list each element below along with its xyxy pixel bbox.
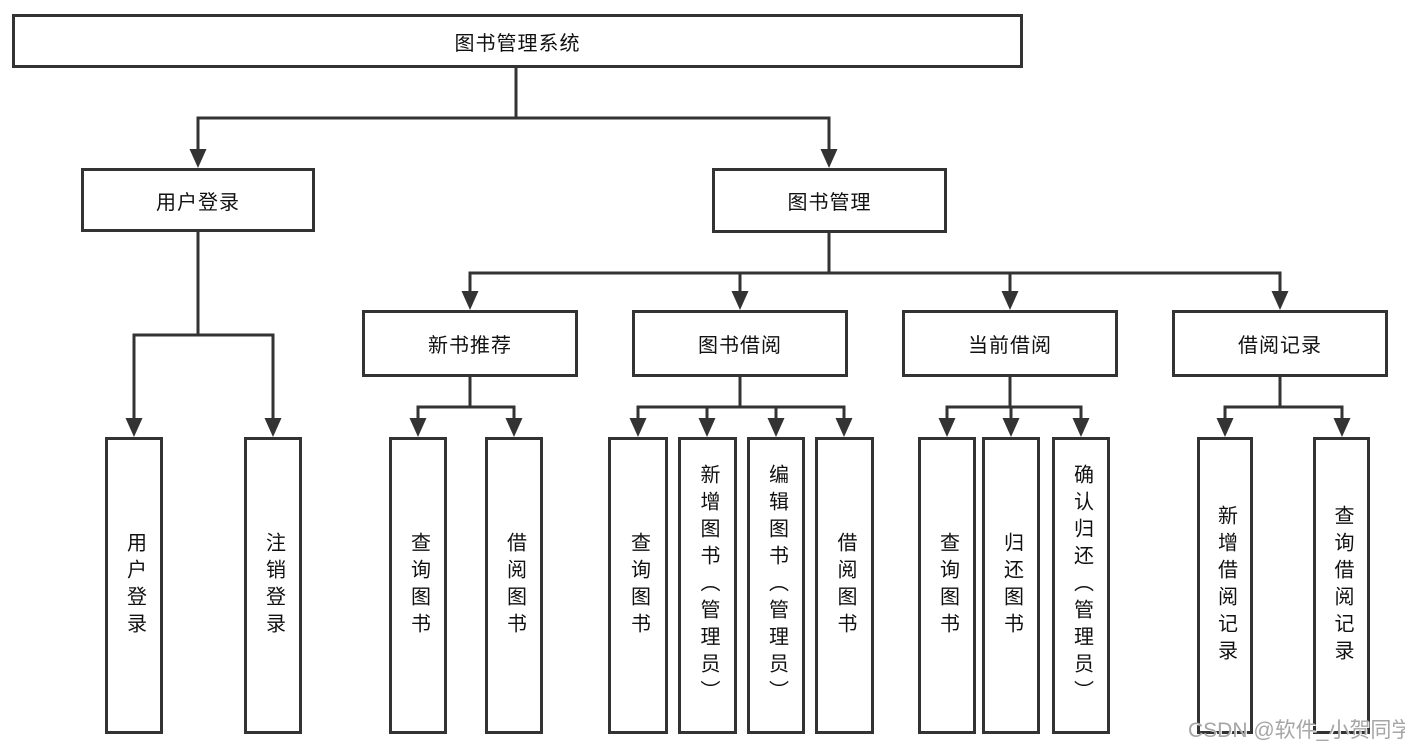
node-user-login: 用户登录 xyxy=(81,168,315,232)
node-borrow-records: 借阅记录 xyxy=(1172,310,1388,377)
node-library-system: 图书管理系统 xyxy=(12,14,1023,68)
node-label: 归还图书 xyxy=(1000,531,1023,640)
leaf-add-borrow-record: 新增借阅记录 xyxy=(1197,437,1253,734)
node-label: 查询图书 xyxy=(936,531,959,640)
leaf-edit-book-admin: 编辑图书（管理员） xyxy=(747,437,805,734)
node-label: 图书借阅 xyxy=(698,335,782,357)
csdn-watermark: CSDN @软件_小贺同学 xyxy=(1188,719,1405,742)
node-label: 查询图书 xyxy=(627,531,650,640)
leaf-query-books-recommend: 查询图书 xyxy=(389,437,447,734)
node-book-borrow: 图书借阅 xyxy=(632,310,848,377)
node-label: 新书推荐 xyxy=(428,335,512,357)
leaf-confirm-return-admin: 确认归还（管理员） xyxy=(1052,437,1110,734)
node-label: 新增借阅记录 xyxy=(1214,504,1237,667)
node-label: 借阅图书 xyxy=(834,531,856,640)
node-label: 当前借阅 xyxy=(968,335,1052,357)
node-label: 借阅记录 xyxy=(1238,335,1322,357)
node-label: 借阅图书 xyxy=(503,531,526,640)
leaf-query-books-borrow: 查询图书 xyxy=(608,437,668,734)
leaf-add-book-admin: 新增图书（管理员） xyxy=(678,437,737,734)
node-label: 查询图书 xyxy=(407,531,430,640)
node-label: 图书管理 xyxy=(787,192,872,214)
node-label: 确认归还（管理员） xyxy=(1070,464,1093,707)
node-label: 编辑图书（管理员） xyxy=(765,464,788,707)
leaf-borrow-books: 借阅图书 xyxy=(815,437,874,734)
leaf-logout: 注销登录 xyxy=(244,437,302,734)
node-current-borrow: 当前借阅 xyxy=(902,310,1118,377)
node-new-book-recommend: 新书推荐 xyxy=(362,310,578,377)
node-label: 用户登录 xyxy=(156,191,240,214)
leaf-user-login: 用户登录 xyxy=(105,437,163,734)
leaf-borrow-books-recommend: 借阅图书 xyxy=(485,437,543,734)
node-label: 新增图书（管理员） xyxy=(697,464,719,707)
node-book-management: 图书管理 xyxy=(712,168,947,233)
node-label: 查询借阅记录 xyxy=(1331,504,1353,667)
leaf-query-borrow-record: 查询借阅记录 xyxy=(1313,437,1370,734)
leaf-return-book: 归还图书 xyxy=(982,437,1040,734)
node-label: 注销登录 xyxy=(262,531,285,640)
leaf-query-books-current: 查询图书 xyxy=(918,437,976,734)
node-label: 图书管理系统 xyxy=(454,32,581,55)
node-label: 用户登录 xyxy=(123,531,146,640)
